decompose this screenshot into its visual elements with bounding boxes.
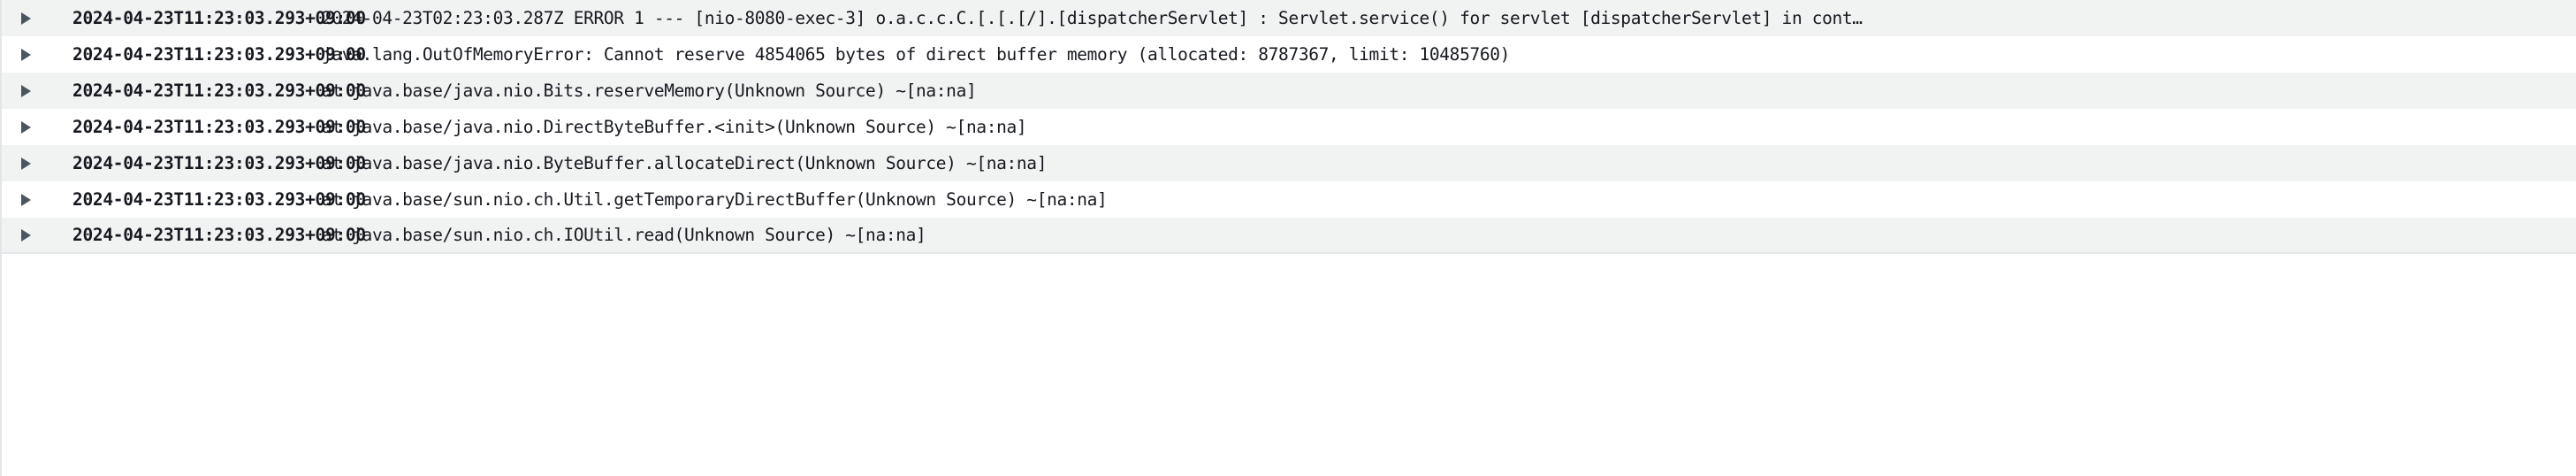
log-timestamp: 2024-04-23T11:23:03.293+09:00 [72, 81, 366, 101]
log-timestamp: 2024-04-23T11:23:03.293+09:00 [72, 117, 366, 137]
caret-right-icon[interactable] [21, 228, 31, 242]
log-timestamp: 2024-04-23T11:23:03.293+09:00 [72, 44, 366, 65]
expand-row-toggle[interactable] [2, 109, 72, 145]
log-timestamp: 2024-04-23T11:23:03.293+09:00 [72, 189, 366, 210]
log-timestamp: 2024-04-23T11:23:03.293+09:00 [72, 225, 366, 245]
expand-row-toggle[interactable] [2, 217, 72, 253]
log-message: at java.base/java.nio.DirectByteBuffer.<… [322, 109, 2576, 145]
expand-row-toggle[interactable] [2, 73, 72, 109]
expand-row-toggle[interactable] [2, 0, 72, 36]
expand-row-toggle[interactable] [2, 181, 72, 218]
caret-right-icon[interactable] [21, 48, 31, 61]
log-message-text: at java.base/sun.nio.ch.IOUtil.read(Unkn… [322, 225, 926, 245]
caret-right-icon[interactable] [21, 84, 31, 97]
log-timestamp: 2024-04-23T11:23:03.293+09:00 [72, 153, 366, 173]
log-message-text: at java.base/sun.nio.ch.Util.getTemporar… [322, 189, 1108, 210]
log-message-text: at java.base/java.nio.ByteBuffer.allocat… [322, 153, 1048, 173]
expand-row-toggle[interactable] [2, 145, 72, 181]
log-message-text: java.lang.OutOfMemoryError: Cannot reser… [322, 44, 1511, 65]
log-message: at java.base/java.nio.ByteBuffer.allocat… [322, 145, 2576, 181]
log-message-text: 2024-04-23T02:23:03.287Z ERROR 1 --- [ni… [322, 8, 1863, 28]
log-message-text: at java.base/java.nio.DirectByteBuffer.<… [322, 117, 1027, 137]
log-timestamp: 2024-04-23T11:23:03.293+09:00 [72, 8, 366, 28]
log-message: java.lang.OutOfMemoryError: Cannot reser… [322, 36, 2576, 73]
log-message: at java.base/sun.nio.ch.IOUtil.read(Unkn… [322, 217, 2576, 253]
log-message: at java.base/sun.nio.ch.Util.getTemporar… [322, 181, 2576, 218]
log-message: 2024-04-23T02:23:03.287Z ERROR 1 --- [ni… [322, 0, 2576, 36]
log-message: at java.base/java.nio.Bits.reserveMemory… [322, 73, 2576, 109]
caret-right-icon[interactable] [21, 157, 31, 170]
expand-row-toggle[interactable] [2, 36, 72, 73]
caret-right-icon[interactable] [21, 12, 31, 25]
caret-right-icon[interactable] [21, 193, 31, 206]
caret-right-icon[interactable] [21, 120, 31, 134]
log-message-text: at java.base/java.nio.Bits.reserveMemory… [322, 81, 977, 101]
